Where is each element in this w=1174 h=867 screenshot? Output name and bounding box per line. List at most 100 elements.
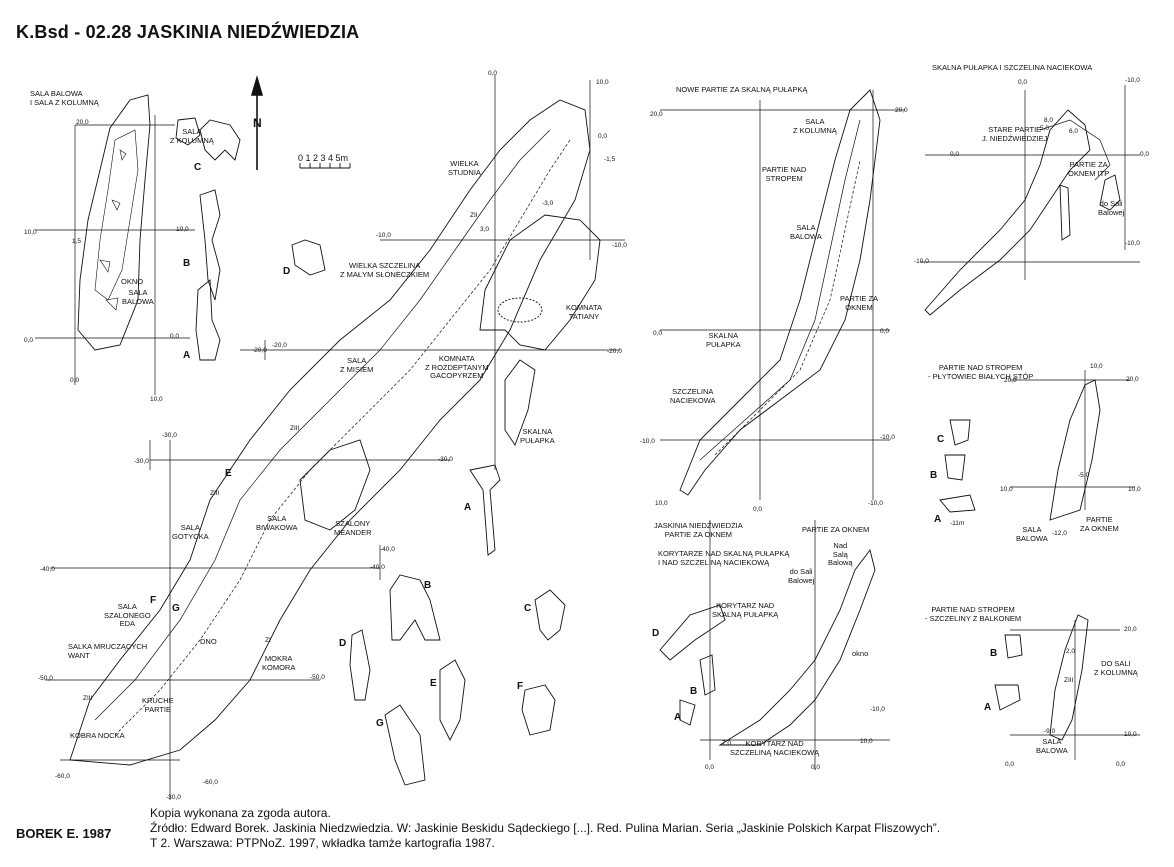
- grid-panel-1: [35, 115, 195, 395]
- section-letter: A: [183, 350, 191, 361]
- section-letter: G: [376, 718, 384, 729]
- grid-value: 10,0: [176, 226, 189, 233]
- section-a-small: [195, 279, 221, 361]
- section-letter: A: [464, 502, 472, 513]
- grid-value: -60,0: [55, 773, 70, 780]
- section-letter: A: [934, 514, 942, 525]
- section-letter: B: [183, 258, 191, 269]
- section-letter: F: [517, 681, 524, 692]
- label-jaskinia-partie-title: JASKINIA NIEDŹWIEDZIA PARTIE ZA OKNEM: [654, 521, 743, 539]
- label-korytarz-nad-pulapka: KORYTARZ NAD SKALNĄ PUŁAPKĄ: [712, 601, 779, 619]
- label-skalna-pulapka-a: SKALNA PUŁAPKA: [520, 427, 555, 445]
- label-partie-nad-stropem: PARTIE NAD STROPEM: [762, 165, 807, 183]
- section-letter: A: [984, 702, 992, 713]
- grid-value: ZIII: [1064, 677, 1074, 684]
- section-letter: F: [150, 595, 157, 606]
- label-partie-za-oknem-itp: PARTIE ZA OKNEM itp: [1068, 160, 1110, 178]
- grid-value: 10,0: [1090, 363, 1103, 370]
- grid-value: -10,0: [640, 438, 655, 445]
- label-partie-nad-stropem-plyt: PARTIE NAD STROPEM - PŁYTOWIEC BIAŁYCH S…: [928, 363, 1034, 381]
- nowe-partie-outline: [679, 89, 881, 496]
- label-szalony-meander: SZALONY MEANDER: [334, 519, 372, 537]
- label-sala-balowa-kolumna: SALA BALOWA I SALA Z KOLUMNĄ: [30, 89, 99, 107]
- section-letter: G: [172, 603, 180, 614]
- grid-value: 10,0: [150, 396, 163, 403]
- grid-value: 2,0: [1066, 648, 1076, 655]
- grid-value: -20,0: [607, 348, 622, 355]
- label-komnata-tatiany: KOMNATA TATIANY: [566, 303, 602, 321]
- grid-value: -40,0: [40, 566, 55, 573]
- grid-nowe-partie: [660, 90, 905, 500]
- label-sala-kolumna-a: SALA Z KOLUMNĄ: [170, 127, 214, 145]
- grid-value: -30,0: [134, 458, 149, 465]
- section-letter: D: [339, 638, 347, 649]
- grid-value: 20,0: [650, 111, 663, 118]
- label-sala-kolumna-b: SALA Z KOLUMNĄ: [793, 117, 837, 135]
- section-d-main: [349, 629, 371, 701]
- grid-value: -10,0: [1125, 77, 1140, 84]
- section-sala-kolumna-small: [175, 117, 201, 146]
- label-sala-z-misiem: SALA Z MISIEM: [340, 356, 374, 374]
- label-wielka-studnia: WIELKA STUDNIA: [448, 159, 481, 177]
- label-kruche-partie: KRUCHE PARTIE: [142, 696, 174, 714]
- author-credit: BOREK E. 1987: [16, 826, 112, 841]
- section-letter: B: [424, 580, 432, 591]
- section-letter: C: [524, 603, 532, 614]
- source-line-1: Kopia wykonana za zgoda autora.: [150, 806, 331, 820]
- scale-label: 0 1 2 3 4 5m: [298, 153, 349, 163]
- grid-value: ZI: [265, 637, 271, 644]
- grid-value: 0,0: [598, 133, 608, 140]
- grid-value: -10,0: [1125, 240, 1140, 247]
- source-citation: Kopia wykonana za zgoda autora. Źródło: …: [150, 806, 940, 851]
- label-do-sali-kolumna: DO SALI Z KOLUMNĄ: [1094, 659, 1138, 677]
- label-mokra-komora: MOKRA KOMORA: [262, 654, 296, 672]
- label-sala-balowa-a: SALA BALOWA: [122, 288, 154, 306]
- grid-value: 0,0: [880, 328, 890, 335]
- grid-value: 0,0: [70, 377, 80, 384]
- pulapka-outline: [924, 109, 1091, 316]
- grid-value: 0,0: [753, 506, 763, 513]
- north-arrow: [250, 75, 264, 170]
- plytowiec-outline: [1049, 379, 1101, 521]
- grid-value: -30,0: [438, 456, 453, 463]
- grid-pulapka: [920, 85, 1140, 280]
- grid-value: -10,0: [612, 242, 627, 249]
- grid-value: 10,0: [1000, 486, 1013, 493]
- grid-value: 0,0: [24, 337, 34, 344]
- section-d-top: [291, 239, 326, 276]
- section-letter: E: [430, 678, 437, 689]
- section-f-main: [521, 684, 556, 736]
- label-skalna-pulapka-b: SKALNA PUŁAPKA: [706, 331, 741, 349]
- grid-value: 8,0: [1044, 117, 1054, 124]
- section-letter: B: [990, 648, 998, 659]
- grid-main: [45, 75, 625, 800]
- label-partie-za-oknem-title: PARTIE ZA OKNEM: [802, 525, 870, 534]
- grid-value: -10,0: [868, 500, 883, 507]
- main-cave-outline: [69, 99, 591, 766]
- grid-value: ZIII: [210, 490, 220, 497]
- grid-balkon: [1010, 620, 1140, 760]
- grid-value: 0,0: [705, 764, 715, 771]
- source-line-2: Źródło: Edward Borek. Jaskinia Niedzwied…: [150, 821, 941, 835]
- grid-value: -40,0: [370, 564, 385, 571]
- grid-partie-za-oknem: [700, 520, 890, 770]
- grid-value: 0,0: [1018, 79, 1028, 86]
- grid-value: 7,0: [722, 740, 732, 747]
- grid-value: 5,0: [1040, 125, 1050, 132]
- label-skalna-pulapka-title: SKALNA PUŁAPKA I SZCZELINA NACIEKOWA: [932, 63, 1093, 72]
- label-partie-za-oknem-a: PARTIE ZA OKNEM: [840, 294, 879, 312]
- grid-value: 20,0: [76, 119, 89, 126]
- grid-value: 10,0: [655, 500, 668, 507]
- grid-value: 20,0: [1126, 376, 1139, 383]
- grid-value: -50,0: [38, 675, 53, 682]
- grid-value: -12,0: [1052, 530, 1067, 537]
- grid-value: 10,0: [1128, 486, 1141, 493]
- grid-value: 0,0: [950, 151, 960, 158]
- label-sala-szalonego: SALA SZALONEGO EDA: [104, 602, 151, 628]
- scale-bar: [299, 163, 351, 169]
- section-b-small: [199, 189, 221, 301]
- section-c-main: [534, 589, 566, 641]
- partie-za-oknem-outline: [718, 548, 876, 746]
- label-wielka-szczelina: WIELKA SZCZELINA Z MAŁYM SŁONECZKIEM: [340, 261, 430, 279]
- grid-value: 0,0: [653, 330, 663, 337]
